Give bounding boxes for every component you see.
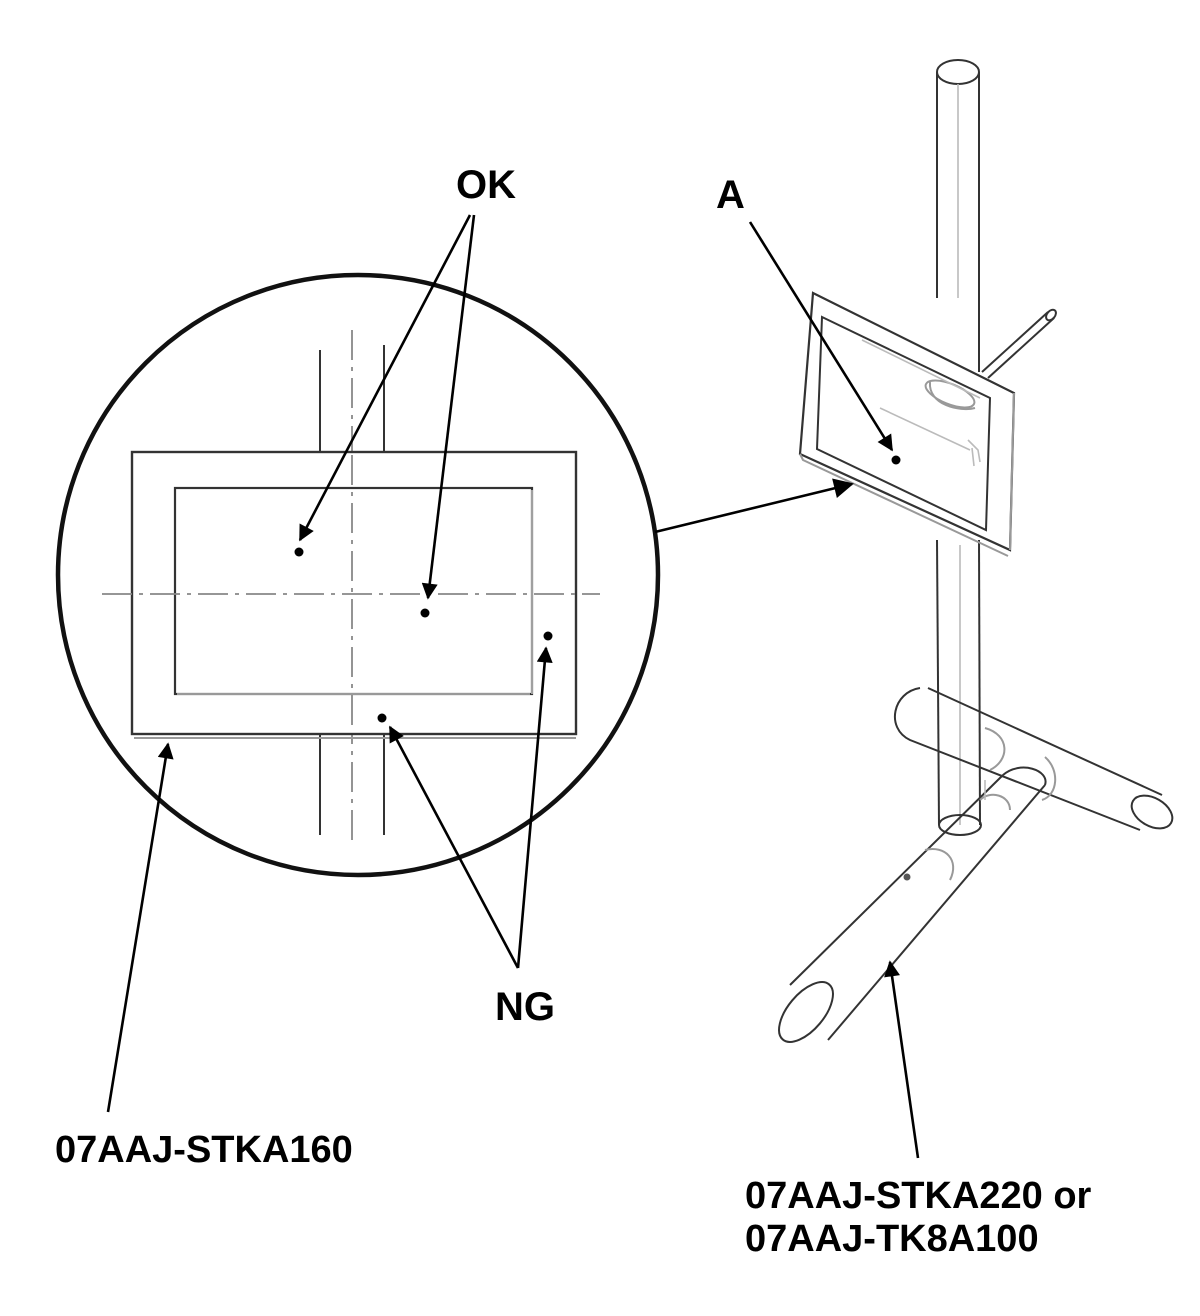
ng-dot-bottom bbox=[377, 713, 387, 723]
label-stand-part-line2: 07AAJ-TK8A100 bbox=[745, 1218, 1039, 1260]
stand-target-board bbox=[798, 291, 1016, 557]
label-stand-part-line1: 07AAJ-STKA220 or bbox=[745, 1175, 1092, 1217]
ok-dot-center bbox=[420, 608, 430, 618]
label-target-part: 07AAJ-STKA160 bbox=[55, 1129, 353, 1171]
target-board bbox=[130, 450, 578, 739]
label-ng: NG bbox=[495, 985, 555, 1029]
label-ok: OK bbox=[456, 163, 516, 207]
point-a-dot bbox=[891, 455, 901, 465]
stand bbox=[778, 59, 1174, 1043]
ok-dot-upper-left bbox=[294, 547, 304, 557]
leader-lines bbox=[106, 214, 920, 1159]
magnifier-circle bbox=[55, 272, 661, 878]
magnified-view bbox=[55, 272, 661, 878]
label-a: A bbox=[716, 173, 745, 217]
ng-dot-right bbox=[543, 631, 553, 641]
